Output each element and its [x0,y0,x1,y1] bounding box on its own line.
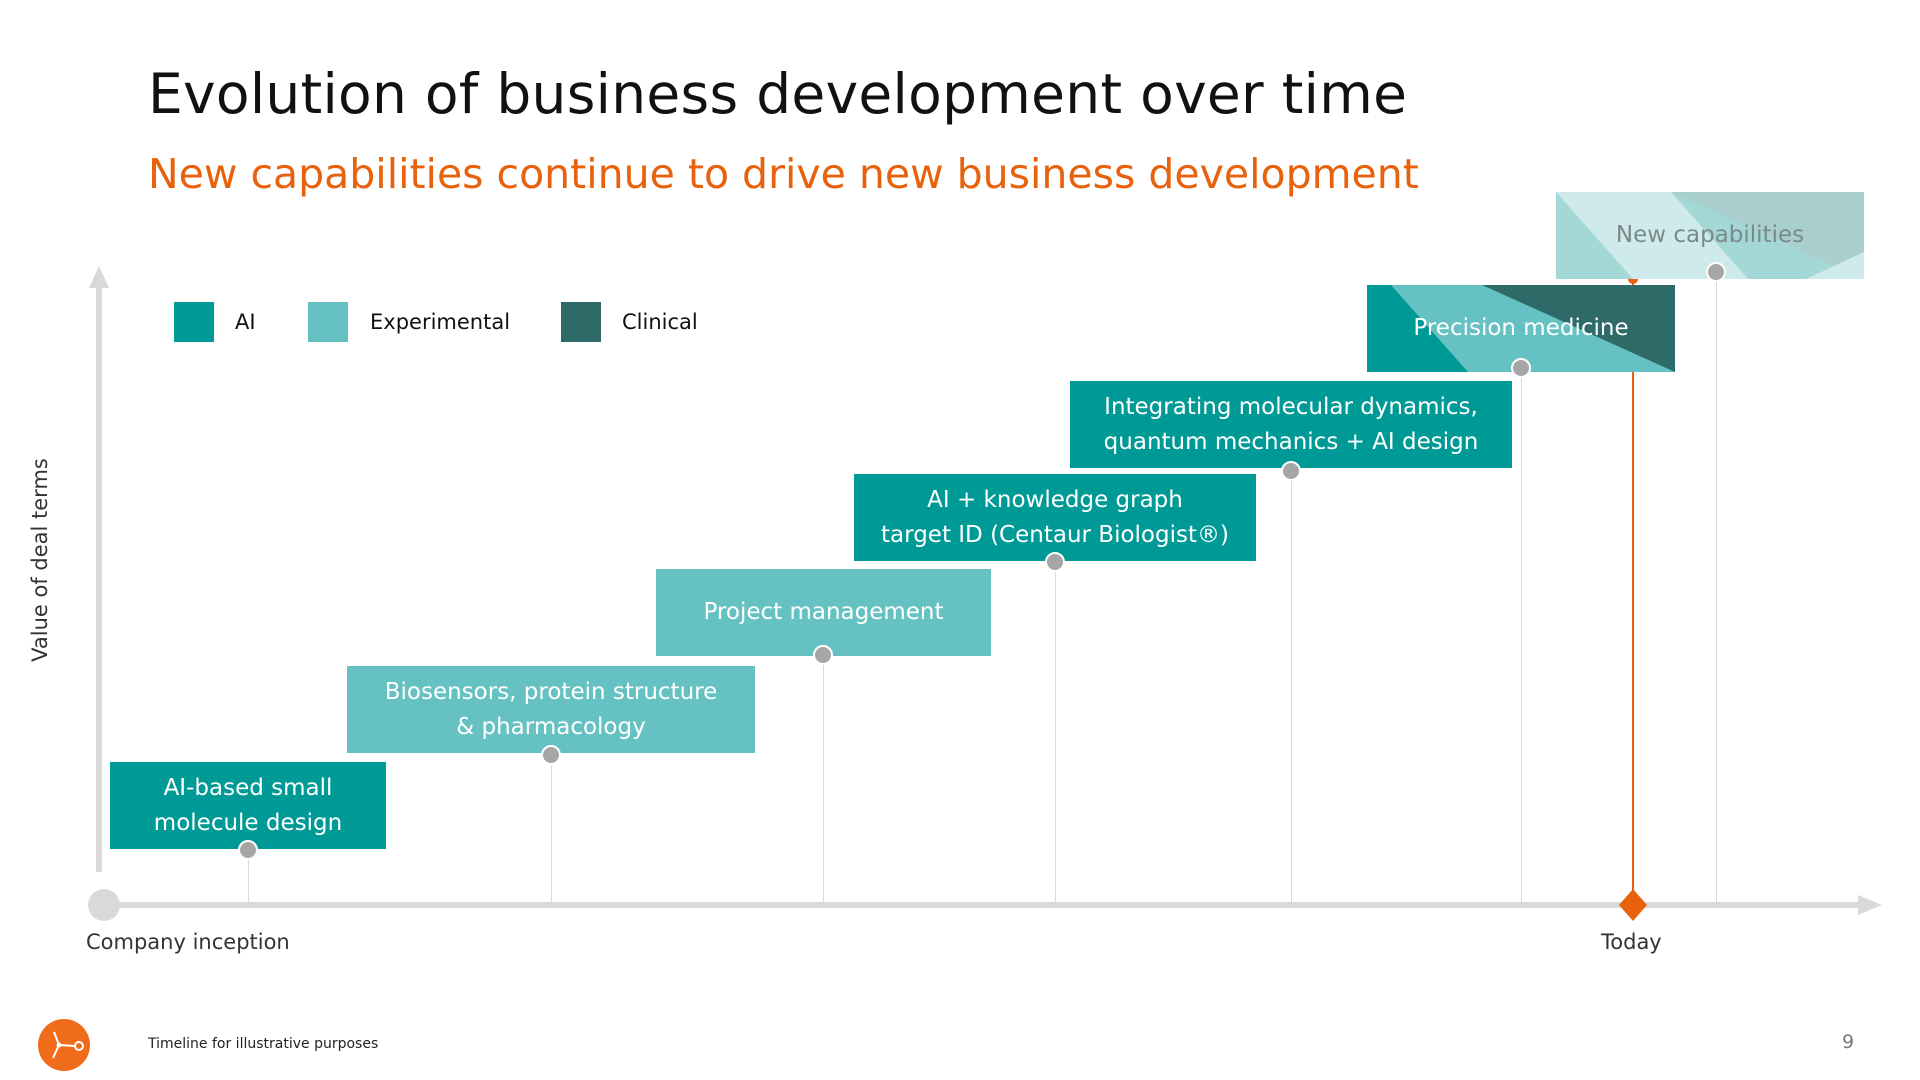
molecule-logo-icon [38,1019,90,1071]
milestone-connector-7 [1716,272,1717,905]
milestone-dot-2 [541,745,561,765]
milestone-box-knowledge-graph: AI + knowledge graph target ID (Centaur … [854,474,1256,561]
legend-label-ai: AI [235,310,256,334]
milestone-box-molecular-dynamics: Integrating molecular dynamics, quantum … [1070,381,1512,468]
milestone-connector-2 [551,755,552,905]
multi-category-fill-faded [1556,192,1864,279]
milestone-label: New capabilities [1615,222,1805,248]
page-number: 9 [1842,1031,1855,1053]
footnote: Timeline for illustrative purposes [148,1036,379,1052]
milestone-label: Biosensors, protein structure & pharmaco… [384,678,718,740]
x-axis-start-label: Company inception [86,930,290,954]
milestone-dot-1 [238,840,258,860]
milestone-label: Precision medicine [1413,315,1629,341]
origin-marker [88,889,120,921]
legend-label-clinical: Clinical [622,310,698,334]
y-axis-arrowhead [89,266,109,288]
milestone-dot-6 [1511,358,1531,378]
milestone-label: Integrating molecular dynamics, quantum … [1103,393,1479,455]
legend: AI Experimental Clinical [174,302,734,346]
milestone-dot-3 [813,645,833,665]
milestone-label: AI + knowledge graph target ID (Centaur … [881,486,1229,548]
milestone-box-biosensors: Biosensors, protein structure & pharmaco… [347,666,755,753]
legend-label-experimental: Experimental [370,310,511,334]
milestone-box-ai-small-molecule: AI-based small molecule design [110,762,386,849]
milestone-dot-4 [1045,552,1065,572]
milestone-connector-4 [1055,562,1056,905]
legend-swatch-experimental [308,302,348,342]
y-axis-label: Value of deal terms [28,458,52,662]
page-title: Evolution of business development over t… [148,62,1408,126]
today-marker [1619,889,1647,921]
milestone-dot-5 [1281,461,1301,481]
multi-category-fill [1367,285,1675,372]
milestone-connector-5 [1291,471,1292,905]
legend-swatch-clinical [561,302,601,342]
milestone-dot-7 [1706,262,1726,282]
milestone-label: Project management [703,599,944,625]
x-axis-today-label: Today [1601,930,1662,954]
milestone-connector-6 [1521,368,1522,905]
legend-swatch-ai [174,302,214,342]
x-axis-arrowhead [1858,895,1882,915]
milestone-box-precision-medicine: Precision medicine [1367,285,1675,372]
milestone-box-project-management: Project management [656,569,991,656]
milestone-label: AI-based small molecule design [153,774,343,836]
milestone-connector-3 [823,655,824,905]
page-subtitle: New capabilities continue to drive new b… [148,150,1419,198]
milestone-box-new-capabilities: New capabilities [1556,192,1864,279]
milestone-connector-1 [248,850,249,905]
